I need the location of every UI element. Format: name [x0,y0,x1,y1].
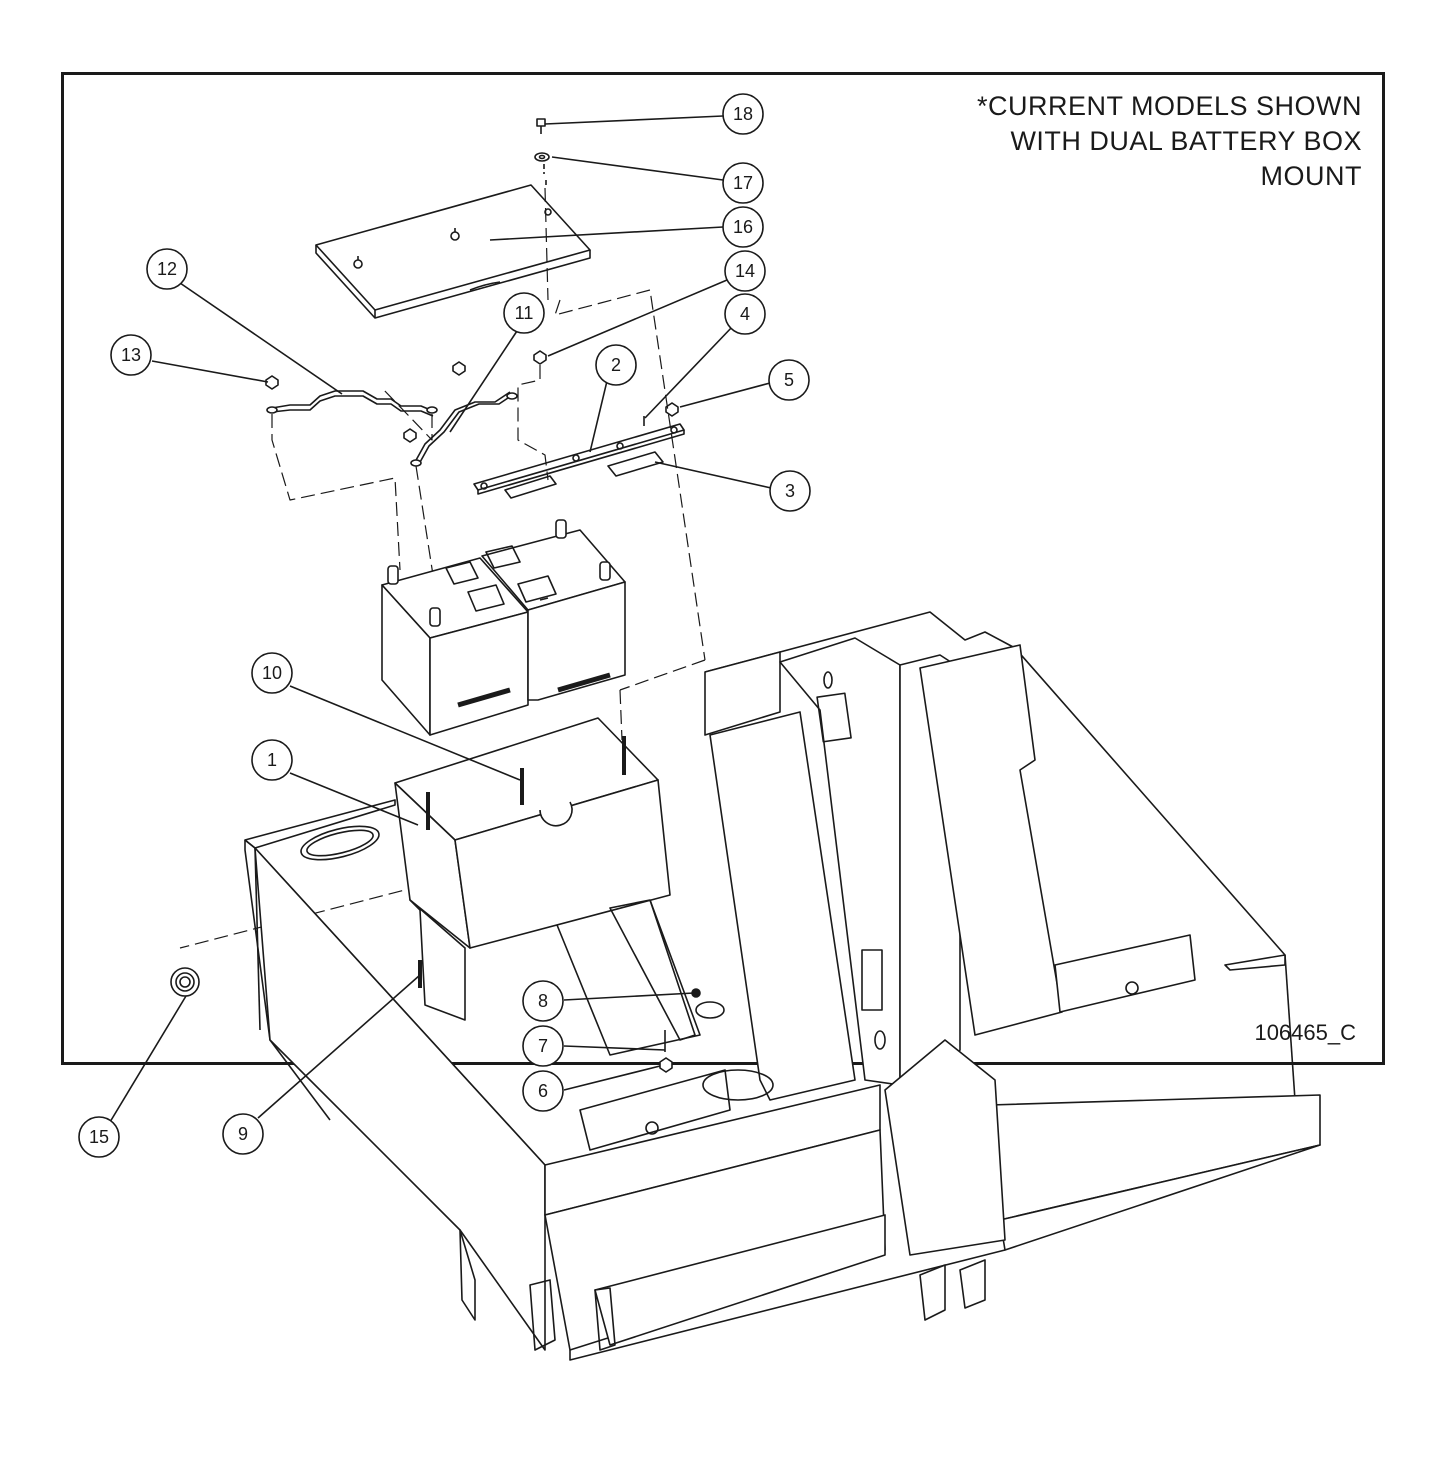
drawing-frame: *CURRENT MODELS SHOWN WITH DUAL BATTERY … [61,72,1385,1065]
callout-8: 8 [522,980,564,1022]
batteries [381,519,626,736]
chassis-frame [244,611,1321,1361]
callout-10: 10 [251,652,293,694]
callout-label: 17 [733,173,753,193]
callout-label: 15 [89,1127,109,1147]
box-hardware [659,988,701,1073]
hold-down-bar [473,402,685,499]
callout-label: 2 [611,355,621,375]
note-line-2: WITH DUAL BATTERY BOX [1010,126,1362,156]
callout-12: 12 [146,248,188,290]
callout-16: 16 [722,206,764,248]
callout-label: 10 [262,663,282,683]
callout-label: 1 [267,750,277,770]
drawing-number: 106465_C [1254,1020,1356,1045]
callout-3: 3 [769,470,811,512]
callout-label: 14 [735,261,755,281]
callout-7: 7 [522,1025,564,1067]
callout-9: 9 [222,1113,264,1155]
note-line-3: MOUNT [1260,161,1362,191]
battery-cables [265,350,547,467]
model-note: *CURRENT MODELS SHOWN WITH DUAL BATTERY … [977,89,1362,194]
callout-1: 1 [251,739,293,781]
callout-label: 16 [733,217,753,237]
callout-label: 11 [515,303,534,323]
callout-15: 15 [78,1116,120,1158]
battery-box [394,717,696,1041]
note-line-1: *CURRENT MODELS SHOWN [976,91,1362,121]
callout-label: 9 [238,1124,248,1144]
grommet [170,967,200,997]
cover-hardware [534,118,550,186]
callout-5: 5 [768,359,810,401]
callout-label: 4 [740,304,750,324]
callout-18: 18 [722,93,764,135]
callout-label: 6 [538,1081,548,1101]
callout-4: 4 [724,293,766,335]
callout-label: 5 [784,370,794,390]
callout-label: 13 [121,345,141,365]
callout-label: 7 [538,1036,548,1056]
callout-label: 18 [733,104,753,124]
callout-6: 6 [522,1070,564,1112]
callout-label: 8 [538,991,548,1011]
callout-17: 17 [722,162,764,204]
callout-leaders [109,115,772,1123]
callout-2: 2 [595,344,637,386]
callout-13: 13 [110,334,152,376]
battery-cover [315,184,591,319]
callout-label: 3 [785,481,795,501]
callout-14: 14 [724,250,766,292]
callouts: 18 17 16 14 4 5 2 3 12 13 11 10 1 8 7 6 … [78,93,811,1158]
callout-11: 11 [503,292,545,334]
callout-label: 12 [157,259,177,279]
